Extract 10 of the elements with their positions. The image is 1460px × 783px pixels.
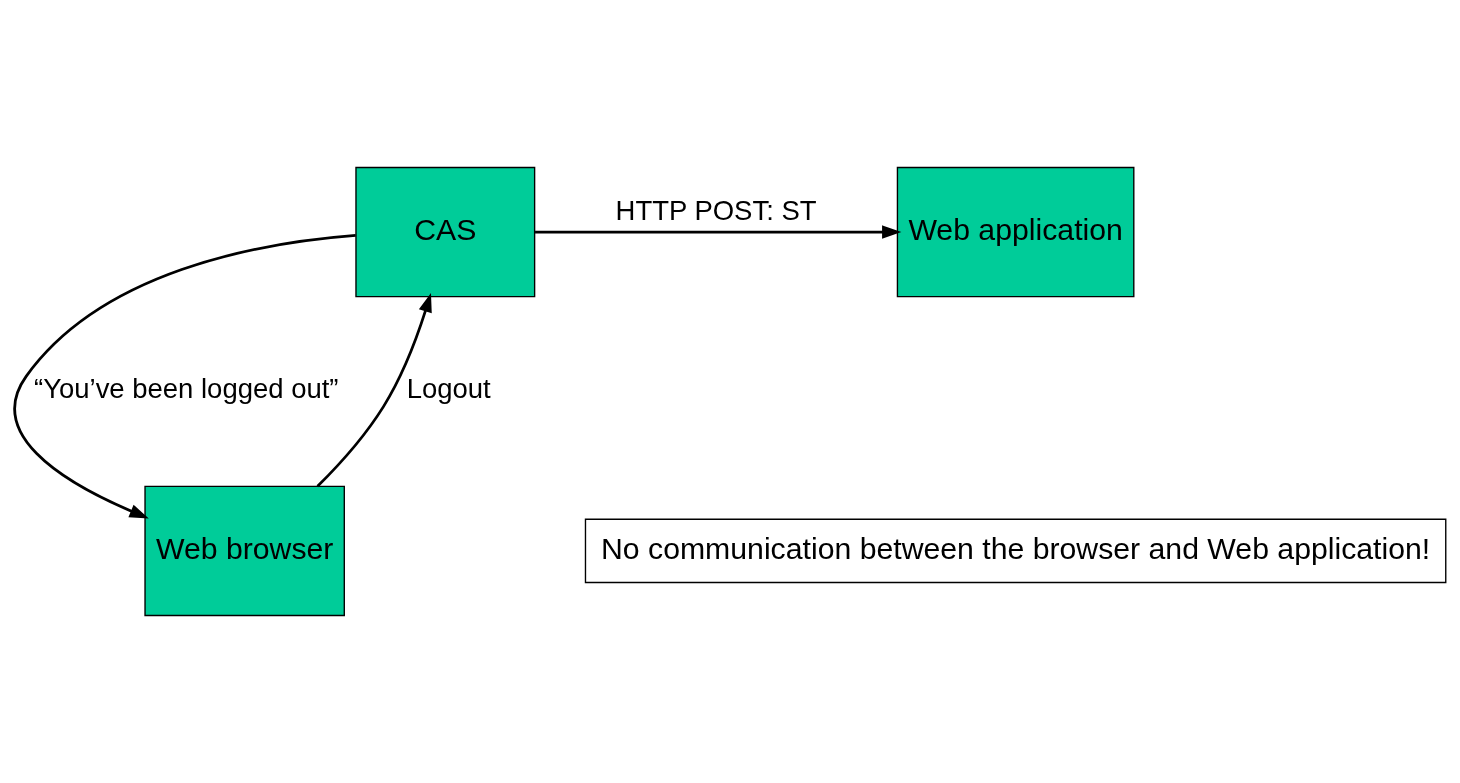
- arrow: [13, 234, 356, 519]
- edge-label: HTTP POST: ST: [615, 194, 817, 226]
- node-box: Web application: [896, 166, 1135, 298]
- arrow: [535, 225, 902, 239]
- arrow: [316, 292, 432, 488]
- edge-label: Logout: [406, 373, 491, 405]
- node-box: No communication between the browser and Web application!: [584, 518, 1447, 584]
- node-box: CAS: [355, 166, 536, 298]
- edge-label: “You’ve been logged out”: [34, 373, 339, 405]
- node-box: Web browser: [144, 485, 345, 617]
